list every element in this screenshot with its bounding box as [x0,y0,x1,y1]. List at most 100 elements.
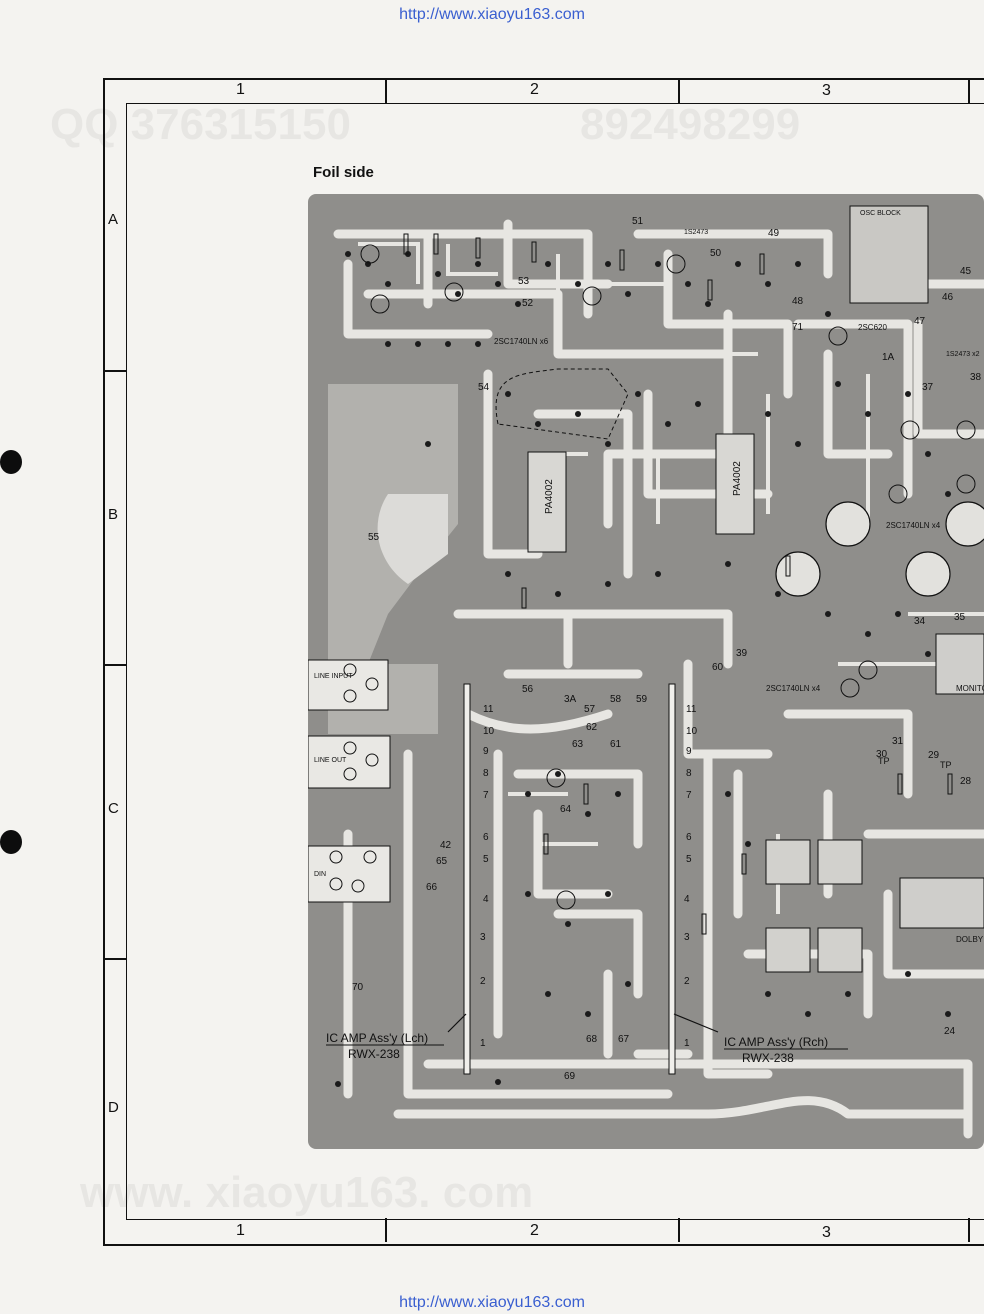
terminal-number: 71 [792,322,804,333]
watermark-site: www. xiaoyu163. com [80,1168,534,1217]
transistor-label: 2SC1740LN x4 [766,684,821,693]
pin-number: 4 [684,894,690,905]
terminal-number: 54 [478,382,490,393]
terminal-number: 58 [610,694,622,705]
pin-number: 7 [483,790,489,801]
terminal-number: 66 [426,882,438,893]
line-input-jack-r [343,663,357,677]
column-label-3: 3 [822,82,831,99]
transistor-label: 2SC1740LN x4 [886,521,941,530]
watermark-qq: QQ 376315150 [50,100,351,149]
terminal-number: 62 [586,722,598,733]
pointer-line-lch [447,1013,467,1033]
terminal-numbers: 45 46 47 48 49 50 51 52 53 54 55 56 57 5… [352,216,982,1082]
component-outlines [360,233,976,935]
solder-pads [335,251,951,1087]
pin-number: 9 [686,746,692,757]
osc-block-label: OSC BLOCK [860,210,901,217]
terminal-number: 31 [892,736,904,747]
transistor-label: 2SC1740LN x6 [494,337,549,346]
pin-number: 7 [686,790,692,801]
terminal-number: 65 [436,856,448,867]
column-label-1: 1 [236,81,245,98]
terminal-number: 29 [928,750,940,761]
terminal-number: 45 [960,266,972,277]
ic-chip-label-right: PA4002 [732,461,743,496]
terminal-number: 37 [922,382,934,393]
line-out-jack-r [343,741,357,755]
column-divider [678,1218,680,1242]
pin-number: 8 [483,768,489,779]
binder-hole [0,450,22,474]
monitor-block [935,633,984,695]
pcb-foil-board: OSC BLOCK PA4002 PA4002 MONITO DOLBY LIN… [308,194,984,1149]
pin-number: 9 [483,746,489,757]
pin-number: 10 [686,726,698,737]
pin-number: 1 [684,1038,690,1049]
column-divider [385,1218,387,1242]
din-block [308,845,391,903]
ic-amp-rch-code: RWX-238 [742,1051,794,1065]
pin-number: 11 [483,704,494,715]
dashed-region [495,368,629,440]
terminal-number: 55 [368,532,380,543]
ic-chip-label-left: PA4002 [544,479,555,514]
pin-number: 2 [480,976,486,987]
din-pin [329,850,343,864]
watermark-number: 892498299 [580,100,801,149]
pin-number: 8 [686,768,692,779]
pin-number: 10 [483,726,495,737]
terminal-number: 24 [944,1026,956,1037]
terminal-number: 35 [954,612,966,623]
terminal-number: 46 [942,292,954,303]
inner-frame [126,103,984,1220]
terminal-number: 42 [440,840,452,851]
ic-amp-lch-code: RWX-238 [348,1047,400,1061]
ic-amp-lch-bar [463,683,471,1075]
terminal-number: 38 [970,372,982,383]
pointer-line-rch [673,1013,719,1033]
dolby-block [899,877,984,929]
ic-amp-rch-title: IC AMP Ass'y (Rch) [724,1035,828,1049]
column-divider [385,78,387,103]
column-label-2-bottom: 2 [530,1222,539,1239]
monitor-label: MONITO [956,684,984,693]
terminal-number: 67 [618,1034,630,1045]
pin-number: 5 [686,854,692,865]
rch-pin-numbers: 11 10 9 8 7 6 5 4 3 2 1 [684,704,698,1049]
terminal-number: 52 [522,298,534,309]
pin-number: 11 [686,704,697,715]
pin-number: 2 [684,976,690,987]
ic-pa4002-right [715,433,755,535]
din-pin [363,850,377,864]
ic-amp-lch-title: IC AMP Ass'y (Lch) [326,1031,428,1045]
row-label-b: B [108,506,119,523]
pin-number: 5 [483,854,489,865]
diagram-title: Foil side [313,164,374,181]
line-out-jack-l [343,767,357,781]
line-input-jack-l [343,689,357,703]
pin-number: 4 [483,894,489,905]
line-out-block [308,735,391,789]
terminal-number: 57 [584,704,596,715]
source-url-bottom[interactable]: http://www.xiaoyu163.com [399,1294,585,1311]
terminal-number: 56 [522,684,534,695]
terminal-number: 51 [632,216,644,227]
coils [775,501,984,597]
din-label: DIN [314,871,326,878]
terminal-number: 49 [768,228,780,239]
row-label-d: D [108,1099,119,1116]
source-url-top[interactable]: http://www.xiaoyu163.com [399,6,585,23]
test-point-label: TP [878,756,890,766]
diode-label: 1S2473 [684,229,708,236]
line-input-label: LINE INPUT [314,673,353,680]
dolby-label: DOLBY [956,935,984,944]
din-pin [329,877,343,891]
row-label-a: A [108,211,119,228]
board-background [308,194,984,1149]
terminal-number: 59 [636,694,648,705]
pin-number: 6 [483,832,489,843]
pin-number: 3 [684,932,690,943]
terminal-number: 53 [518,276,530,287]
row-divider [103,370,126,372]
